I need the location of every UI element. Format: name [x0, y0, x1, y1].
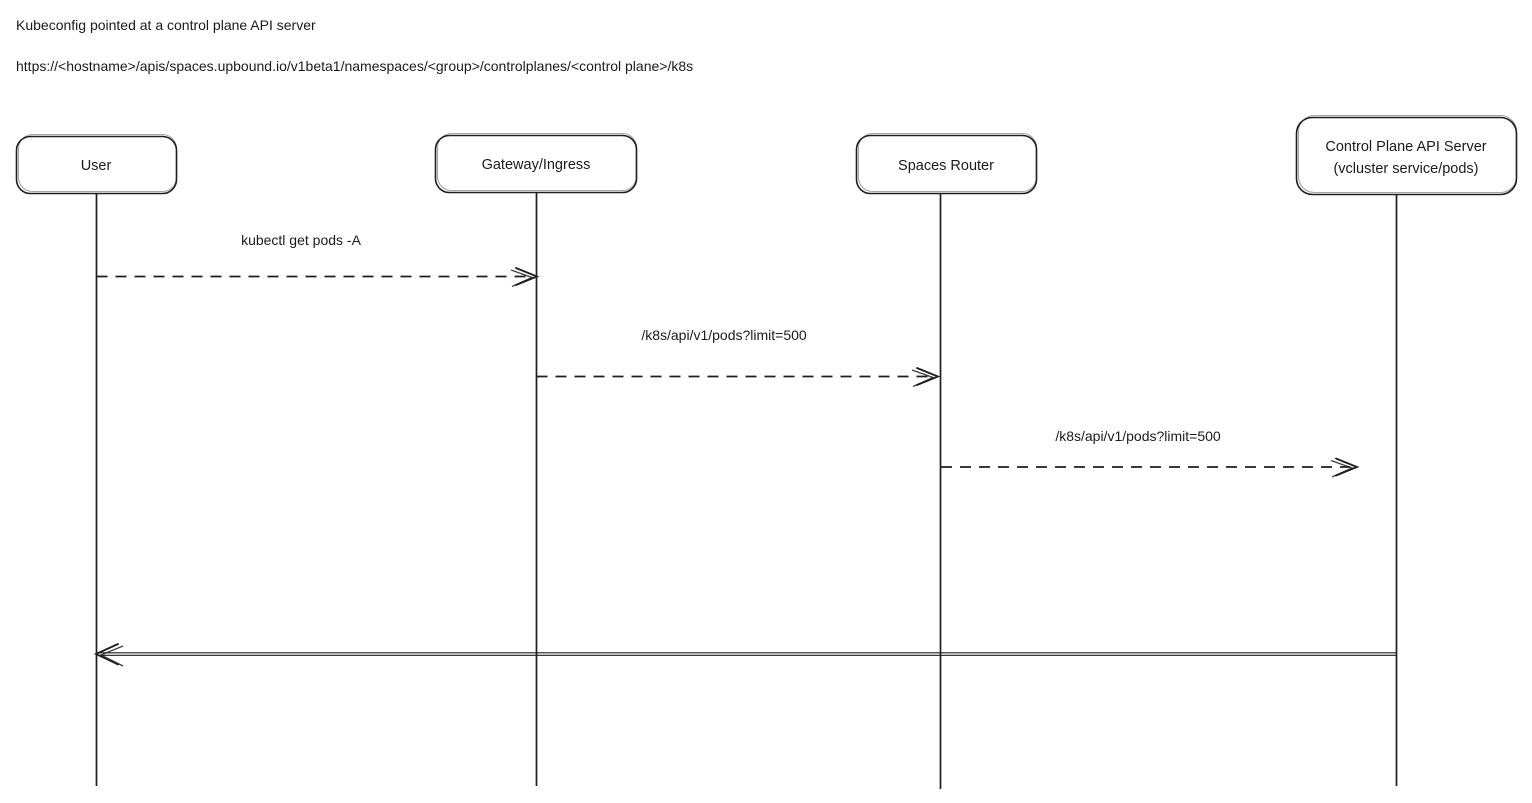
message-label-k8s-api-pods-2: /k8s/api/v1/pods?limit=500	[1055, 428, 1221, 444]
actor-box-gateway-ingress-sketch	[436, 132, 638, 192]
actor-label-control-plane: Control Plane API Server	[1325, 139, 1486, 155]
arrowhead-left-sketch-icon	[99, 645, 124, 667]
actor-sublabel-control-plane: (vcluster service/pods)	[1333, 161, 1478, 177]
actor-box-control-plane-sketch	[1297, 114, 1518, 194]
message-return-response	[93, 643, 1397, 667]
actor-spaces-router: Spaces Router	[855, 132, 1038, 789]
actor-user: User	[15, 133, 178, 786]
arrowhead-right-sketch-icon	[510, 269, 534, 288]
message-k8s-api-pods-2: /k8s/api/v1/pods?limit=500	[941, 428, 1360, 478]
arrowhead-right-sketch-icon	[1330, 459, 1354, 478]
arrowhead-left-icon	[93, 643, 119, 666]
actor-label-user: User	[81, 158, 112, 174]
message-k8s-api-pods-1: /k8s/api/v1/pods?limit=500	[536, 327, 941, 388]
diagram-endpoint-url: https://<hostname>/apis/spaces.upbound.i…	[16, 58, 694, 74]
message-label-kubectl-get-pods: kubectl get pods -A	[241, 232, 362, 248]
actor-control-plane-api-server: Control Plane API Server (vcluster servi…	[1295, 114, 1518, 786]
actor-label-gateway-ingress: Gateway/Ingress	[482, 157, 591, 173]
actor-box-spaces-router	[855, 134, 1038, 195]
diagram-title: Kubeconfig pointed at a control plane AP…	[16, 17, 316, 33]
actor-box-spaces-router-sketch	[857, 132, 1038, 193]
arrowhead-right-sketch-icon	[911, 369, 935, 388]
message-kubectl-get-pods: kubectl get pods -A	[96, 232, 540, 288]
actor-gateway-ingress: Gateway/Ingress	[434, 132, 638, 786]
actor-box-control-plane	[1295, 116, 1518, 196]
actor-label-spaces-router: Spaces Router	[898, 158, 994, 174]
actor-box-user-sketch	[17, 133, 178, 193]
message-label-k8s-api-pods-1: /k8s/api/v1/pods?limit=500	[641, 327, 807, 343]
